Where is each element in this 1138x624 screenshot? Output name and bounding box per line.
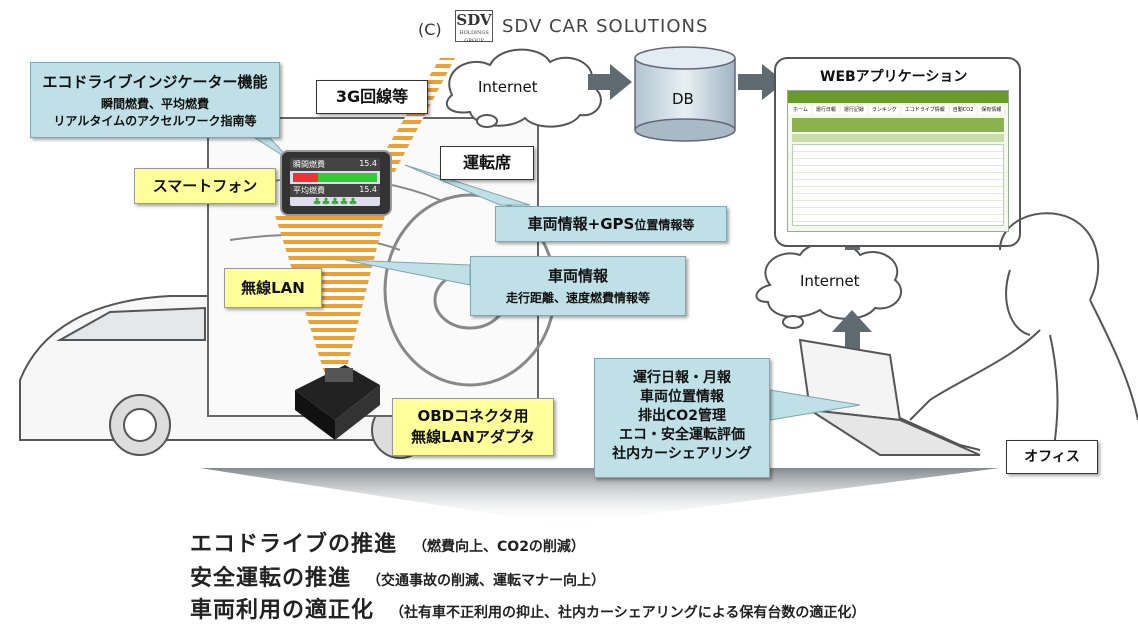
sdv-logo: SDV HOLDINGS GROUP (455, 10, 493, 44)
internet-label-top: Internet (478, 78, 538, 96)
phone-average-label: 平均燃費 (293, 186, 325, 195)
summary-line-usage: 車両利用の適正化 （社有車不正利用の抑止、社内カーシェアリングによる保有台数の適正… (190, 592, 865, 624)
smartphone-illustration: 瞬間燃費 15.4 平均燃費 15.4 ♣♣♣♣♣ (280, 150, 392, 216)
obd-line2: 無線LANアダプタ (411, 428, 535, 446)
phone-tree-icons: ♣♣♣♣♣ (312, 197, 358, 208)
office-features-callout: 運行日報・月報 車両位置情報 排出CO2管理 エコ・安全運転評価 社内カーシェア… (594, 358, 770, 478)
summary-line-ecodrive: エコドライブの推進 （燃費向上、CO2の削減） (190, 526, 585, 558)
summary-ecodrive-detail: （燃費向上、CO2の削減） (413, 539, 585, 555)
db-label: DB (672, 90, 694, 108)
office-feature-item: 運行日報・月報 (633, 370, 731, 386)
web-app-tabs: ホーム 運行日報 運行記録 ランキング エコドライブ情報 自動CO2 保有情報 (788, 103, 1008, 116)
db-cylinder (634, 46, 736, 142)
sdv-logo-text: SDV (456, 11, 492, 29)
phone-instant-label: 瞬間燃費 (293, 160, 325, 169)
arrow-internet-to-db (588, 64, 632, 100)
ecodrive-indicator-callout: エコドライブインジケーター機能 瞬間燃費、平均燃費 リアルタイムのアクセルワーク… (30, 62, 280, 138)
wireless-lan-label: 無線LAN (224, 268, 322, 308)
obd-line1: OBDコネクタ用 (417, 407, 529, 425)
ecodrive-line1: 瞬間燃費、平均燃費 (100, 97, 209, 111)
summary-funnel-shade (200, 468, 1000, 525)
vehicle-gps-main: 車両情報+GPS (527, 215, 635, 233)
web-tab: 自動CO2 (949, 105, 977, 114)
phone-average-value: 15.4 (359, 185, 377, 194)
pointer-vehicle-gps (404, 164, 531, 206)
web-tab: ホーム (790, 105, 811, 114)
network-3g-label: 3G回線等 (316, 80, 428, 114)
wlan-signal-beam (275, 215, 385, 375)
summary-usage-detail: （社有車不正利用の抑止、社内カーシェアリングによる保有台数の適正化） (390, 605, 866, 621)
office-feature-item: 排出CO2管理 (638, 408, 726, 424)
summary-safety-title: 安全運転の推進 (190, 566, 352, 591)
vehicle-info-line1: 走行距離、速度燃費情報等 (505, 291, 650, 305)
arrow-office-to-cloud (832, 310, 872, 360)
company-name: SDV CAR SOLUTIONS (502, 16, 709, 37)
office-feature-item: 社内カーシェアリング (612, 446, 752, 462)
ecodrive-line2: リアルタイムのアクセルワーク指南等 (53, 114, 257, 128)
internet-label-right: Internet (800, 272, 860, 290)
phone-instant-value: 15.4 (359, 159, 377, 168)
obd-adapter-label: OBDコネクタ用 無線LANアダプタ (392, 398, 554, 456)
summary-ecodrive-title: エコドライブの推進 (190, 532, 398, 557)
internet-cloud-top (445, 48, 602, 128)
web-tab: ランキング (868, 105, 900, 114)
web-tab: 運行日報 (812, 105, 839, 114)
office-feature-item: 車両位置情報 (640, 389, 724, 405)
summary-safety-detail: （交通事故の削減、運転マナー向上） (367, 573, 606, 589)
web-tab: 保有情報 (978, 105, 1005, 114)
summary-usage-title: 車両利用の適正化 (190, 598, 375, 623)
office-feature-item: エコ・安全運転評価 (619, 427, 745, 443)
driver-seat-label: 運転席 (440, 146, 534, 180)
vehicle-gps-small: 位置情報等 (634, 218, 695, 232)
smartphone-label: スマートフォン (134, 168, 276, 204)
web-tab: 運行記録 (840, 105, 867, 114)
summary-line-safety: 安全運転の推進 （交通事故の削減、運転マナー向上） (190, 560, 605, 592)
vehicle-gps-callout: 車両情報+GPS位置情報等 (495, 206, 727, 242)
ecodrive-title: エコドライブインジケーター機能 (42, 73, 268, 91)
internet-cloud-right (755, 241, 902, 329)
web-app-screenshot: ホーム 運行日報 運行記録 ランキング エコドライブ情報 自動CO2 保有情報 (787, 90, 1009, 232)
copyright-mark: (C) (418, 20, 442, 39)
vehicle-info-title: 車両情報 (547, 267, 608, 285)
sdv-logo-sub: HOLDINGS GROUP (459, 30, 489, 44)
web-tab: エコドライブ情報 (901, 105, 948, 114)
office-label: オフィス (1006, 440, 1098, 474)
vehicle-info-callout: 車両情報 走行距離、速度燃費情報等 (470, 256, 686, 316)
arrow-db-to-webapp (738, 64, 785, 100)
web-app-table (792, 144, 1004, 226)
web-app-title: WEBアプリケーション (820, 69, 968, 85)
obd-adapter-illustration (295, 365, 380, 440)
pointer-office-features (769, 389, 861, 421)
